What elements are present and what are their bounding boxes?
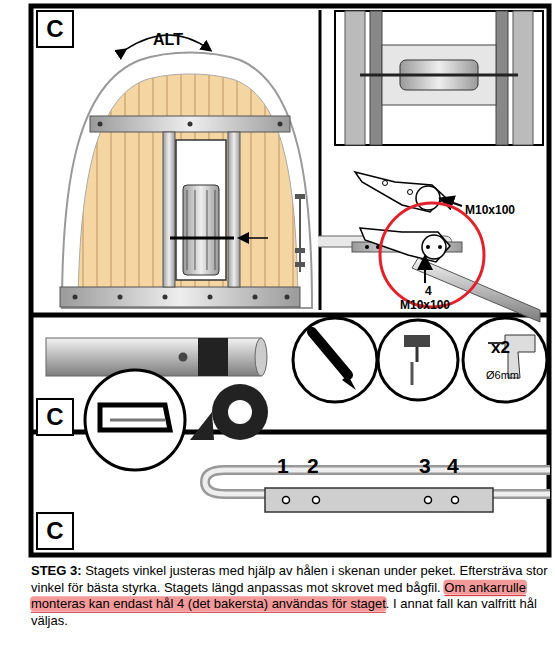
hole-number: 4: [425, 285, 432, 298]
panel-letter-text: C: [46, 517, 63, 545]
quantity: x2: [491, 339, 510, 358]
drill-size: Ø6mm: [486, 369, 519, 381]
panel-letter-text: C: [46, 403, 63, 431]
hole-number: 2: [307, 454, 319, 477]
panel-letter-text: C: [46, 15, 63, 43]
text-underline: [31, 612, 386, 613]
panel-letter: C: [36, 10, 74, 48]
bolt-size: M10x100: [400, 299, 450, 312]
text-underline: [444, 595, 526, 596]
hole-number: 1: [277, 454, 289, 477]
hole-number: 4: [447, 454, 459, 477]
bolt-size: M10x100: [465, 204, 515, 217]
hole-number: 3: [419, 454, 431, 477]
panel-letter: C: [36, 512, 74, 550]
alt-label: ALT: [153, 31, 183, 49]
panel-letter: C: [36, 398, 74, 436]
instruction-caption: STEG 3: Stagets vinkel justeras med hjäl…: [31, 563, 551, 630]
